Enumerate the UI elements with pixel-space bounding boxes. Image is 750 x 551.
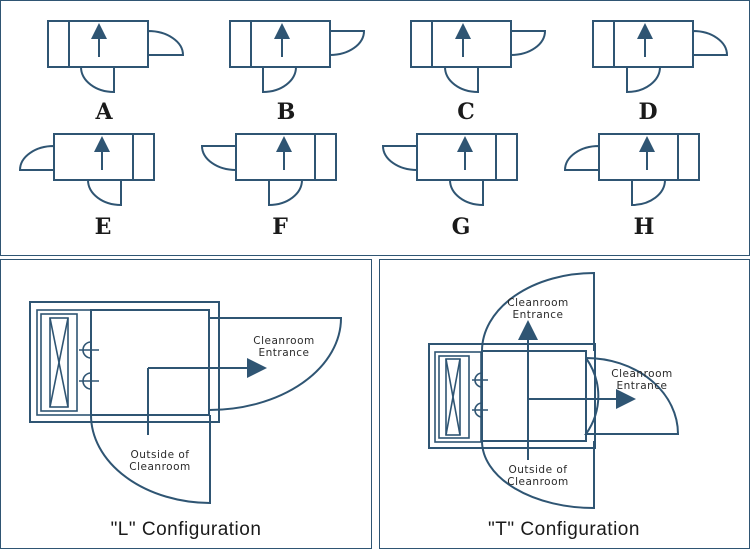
variant-label-c: C (457, 99, 475, 125)
variant-f-diagram (200, 133, 337, 207)
l-entrance-label-line1: Cleanroom (253, 335, 314, 347)
t-configuration-panel: Cleanroom Entrance Cleanroom Entrance Ou… (379, 259, 750, 549)
t-outside-door (481, 440, 595, 510)
variant-d-diagram (592, 20, 729, 94)
l-configuration-caption: "L" Configuration (111, 519, 262, 540)
l-entrance-label-line2: Entrance (258, 347, 309, 359)
l-outside-door (90, 414, 211, 505)
t-top-entrance-door (481, 271, 595, 352)
l-entrance-door (208, 317, 343, 411)
variant-g-diagram (381, 133, 518, 207)
t-chamber (481, 350, 587, 442)
variant-label-d: D (638, 99, 657, 125)
t-outside-label-line2: Cleanroom (507, 476, 568, 488)
l-chamber (90, 309, 210, 416)
t-hinge-icon-1 (472, 372, 488, 388)
variant-label-a: A (94, 99, 113, 125)
variant-label-h: H (634, 214, 655, 240)
l-outer-housing (29, 301, 220, 423)
t-outer-housing (428, 343, 596, 449)
t-top-entrance-label-line2: Entrance (512, 309, 563, 321)
variant-a-diagram (47, 20, 185, 94)
l-outside-label-line1: Outside of (130, 449, 189, 461)
l-configuration-diagram: Cleanroom Entrance Outside of Cleanroom … (29, 301, 343, 540)
l-hinge-icon-1 (79, 341, 99, 359)
t-right-entrance-label-line2: Entrance (616, 380, 667, 392)
t-top-entrance-label-line1: Cleanroom (507, 297, 568, 309)
t-right-entrance-door (584, 357, 680, 435)
variant-label-f: F (272, 214, 288, 240)
t-hinge-icon-2 (472, 402, 488, 418)
variant-e-diagram (18, 133, 155, 207)
l-configuration-panel: Cleanroom Entrance Outside of Cleanroom … (0, 259, 372, 549)
variant-label-g: G (452, 214, 471, 240)
variants-svg: A B C D E F G H (18, 20, 729, 240)
variants-panel: A B C D E F G H (0, 0, 750, 256)
variant-h-diagram (563, 133, 700, 207)
t-configuration-caption: "T" Configuration (488, 519, 640, 540)
t-right-entrance-label-line1: Cleanroom (611, 368, 672, 380)
variant-label-e: E (95, 214, 112, 240)
t-configuration-diagram: Cleanroom Entrance Cleanroom Entrance Ou… (428, 271, 680, 540)
t-outside-label-line1: Outside of (508, 464, 567, 476)
variant-b-diagram (229, 20, 366, 94)
t-filter-unit (438, 355, 470, 439)
l-outside-label-line2: Cleanroom (129, 461, 190, 473)
variant-c-diagram (410, 20, 547, 94)
variant-label-b: B (277, 99, 296, 125)
l-hinge-icon-2 (79, 372, 99, 390)
l-filter-unit (40, 313, 78, 412)
